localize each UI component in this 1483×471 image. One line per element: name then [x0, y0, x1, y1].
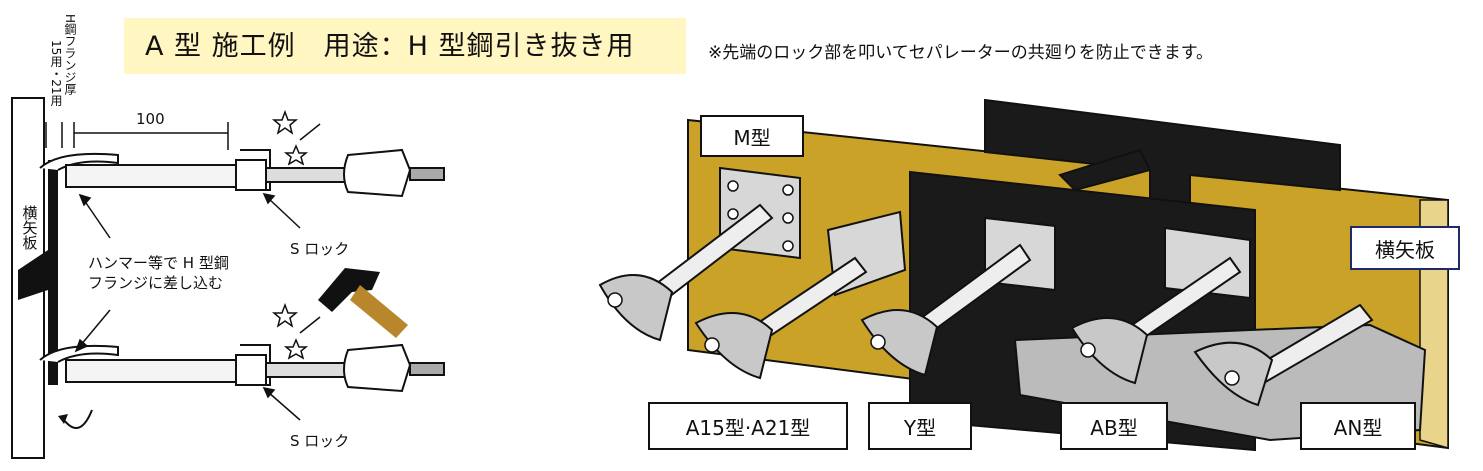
s-lock-label-bottom: S ロック — [290, 432, 350, 450]
label-y-type: Y型 — [868, 402, 972, 450]
title-banner — [124, 18, 686, 74]
hammer-icon — [318, 268, 408, 338]
label-m-type: M型 — [700, 115, 804, 157]
label-an-type: AN型 — [1300, 402, 1416, 450]
separator-rod-top — [39, 148, 445, 198]
pointer-arrows — [74, 192, 301, 421]
s-lock-label-top: S ロック — [290, 240, 350, 258]
lock-head-holes — [607, 292, 1240, 386]
label-a-type: A15型·A21型 — [648, 402, 848, 450]
instruction-line-1: ハンマー等で H 型鋼 — [88, 254, 229, 272]
separator-rod-bottom — [39, 343, 445, 393]
flange-label-col2: 15用・21用 — [49, 40, 63, 107]
header-note: ※先端のロック部を叩いてセパレーターの共廻りを防止できます。 — [708, 43, 1214, 63]
vertical-board-label: 横矢板 — [20, 205, 39, 250]
instruction-line-2: フランジに差し込む — [88, 274, 224, 292]
label-ab-type: AB型 — [1060, 402, 1168, 450]
label-board: 横矢板 — [1350, 226, 1460, 270]
lock-heads — [598, 274, 1274, 407]
impact-stars — [271, 109, 321, 360]
rotate-arrow-icon — [63, 409, 93, 429]
flange-label-col1: H鋼フランジ厚 — [63, 14, 77, 96]
h-beam-flange — [18, 160, 58, 385]
dimension-line — [45, 122, 229, 150]
dimension-label: 100 — [136, 110, 165, 128]
page-title: A 型 施工例 用途：H 型鋼引き抜き用 — [145, 31, 635, 62]
